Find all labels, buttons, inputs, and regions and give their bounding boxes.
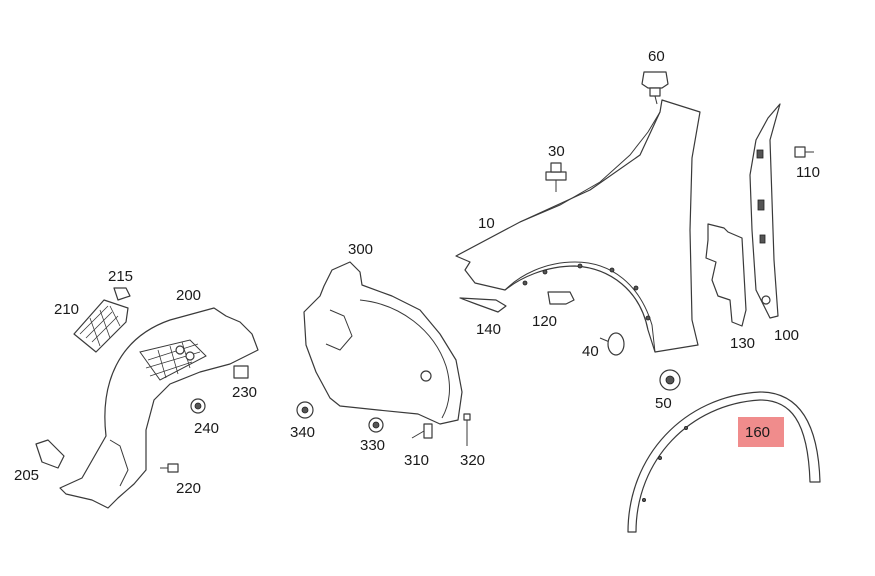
- label-50: 50: [655, 395, 672, 412]
- label-330: 330: [360, 437, 385, 454]
- bracket-part-205[interactable]: [35, 439, 65, 469]
- nut-part-330[interactable]: [368, 417, 384, 433]
- bolt-part-110[interactable]: [794, 146, 814, 158]
- screw-part-310[interactable]: [411, 423, 433, 439]
- label-110: 110: [796, 164, 820, 181]
- label-40: 40: [582, 343, 599, 360]
- label-130: 130: [730, 335, 755, 352]
- label-140: 140: [476, 321, 501, 338]
- grille-part-210[interactable]: [73, 299, 129, 353]
- seal-part-130[interactable]: [705, 223, 747, 327]
- label-205: 205: [14, 467, 39, 484]
- clip-part-230[interactable]: [233, 365, 249, 379]
- label-30: 30: [548, 143, 565, 160]
- bracket-part-140[interactable]: [459, 297, 507, 313]
- clip-part-215[interactable]: [113, 287, 131, 301]
- bolt-part-30[interactable]: [545, 162, 567, 192]
- label-215: 215: [108, 268, 133, 285]
- label-220: 220: [176, 480, 201, 497]
- label-320: 320: [460, 452, 485, 469]
- label-210: 210: [54, 301, 79, 318]
- label-160: 160: [745, 424, 770, 441]
- label-300: 300: [348, 241, 373, 258]
- label-200: 200: [176, 287, 201, 304]
- label-230: 230: [232, 384, 257, 401]
- label-60: 60: [648, 48, 665, 65]
- label-120: 120: [532, 313, 557, 330]
- bracket-part-100[interactable]: [749, 103, 781, 319]
- highlight-box-160: [738, 417, 784, 447]
- pin-part-320[interactable]: [463, 413, 471, 446]
- liner-part-200[interactable]: [59, 307, 259, 509]
- clip-part-120[interactable]: [547, 291, 575, 305]
- nut-part-340[interactable]: [296, 401, 314, 419]
- trim-part-160[interactable]: [627, 391, 821, 533]
- label-340: 340: [290, 424, 315, 441]
- stud-part-40[interactable]: [599, 332, 625, 356]
- fender-part-10[interactable]: [455, 99, 701, 353]
- nut-part-50[interactable]: [659, 369, 681, 391]
- clip-part-60[interactable]: [641, 71, 669, 105]
- nut-part-240[interactable]: [190, 398, 206, 414]
- label-10: 10: [478, 215, 495, 232]
- liner-part-300[interactable]: [303, 261, 463, 425]
- label-310: 310: [404, 452, 429, 469]
- label-100: 100: [774, 327, 799, 344]
- screw-part-220[interactable]: [160, 463, 179, 473]
- label-240: 240: [194, 420, 219, 437]
